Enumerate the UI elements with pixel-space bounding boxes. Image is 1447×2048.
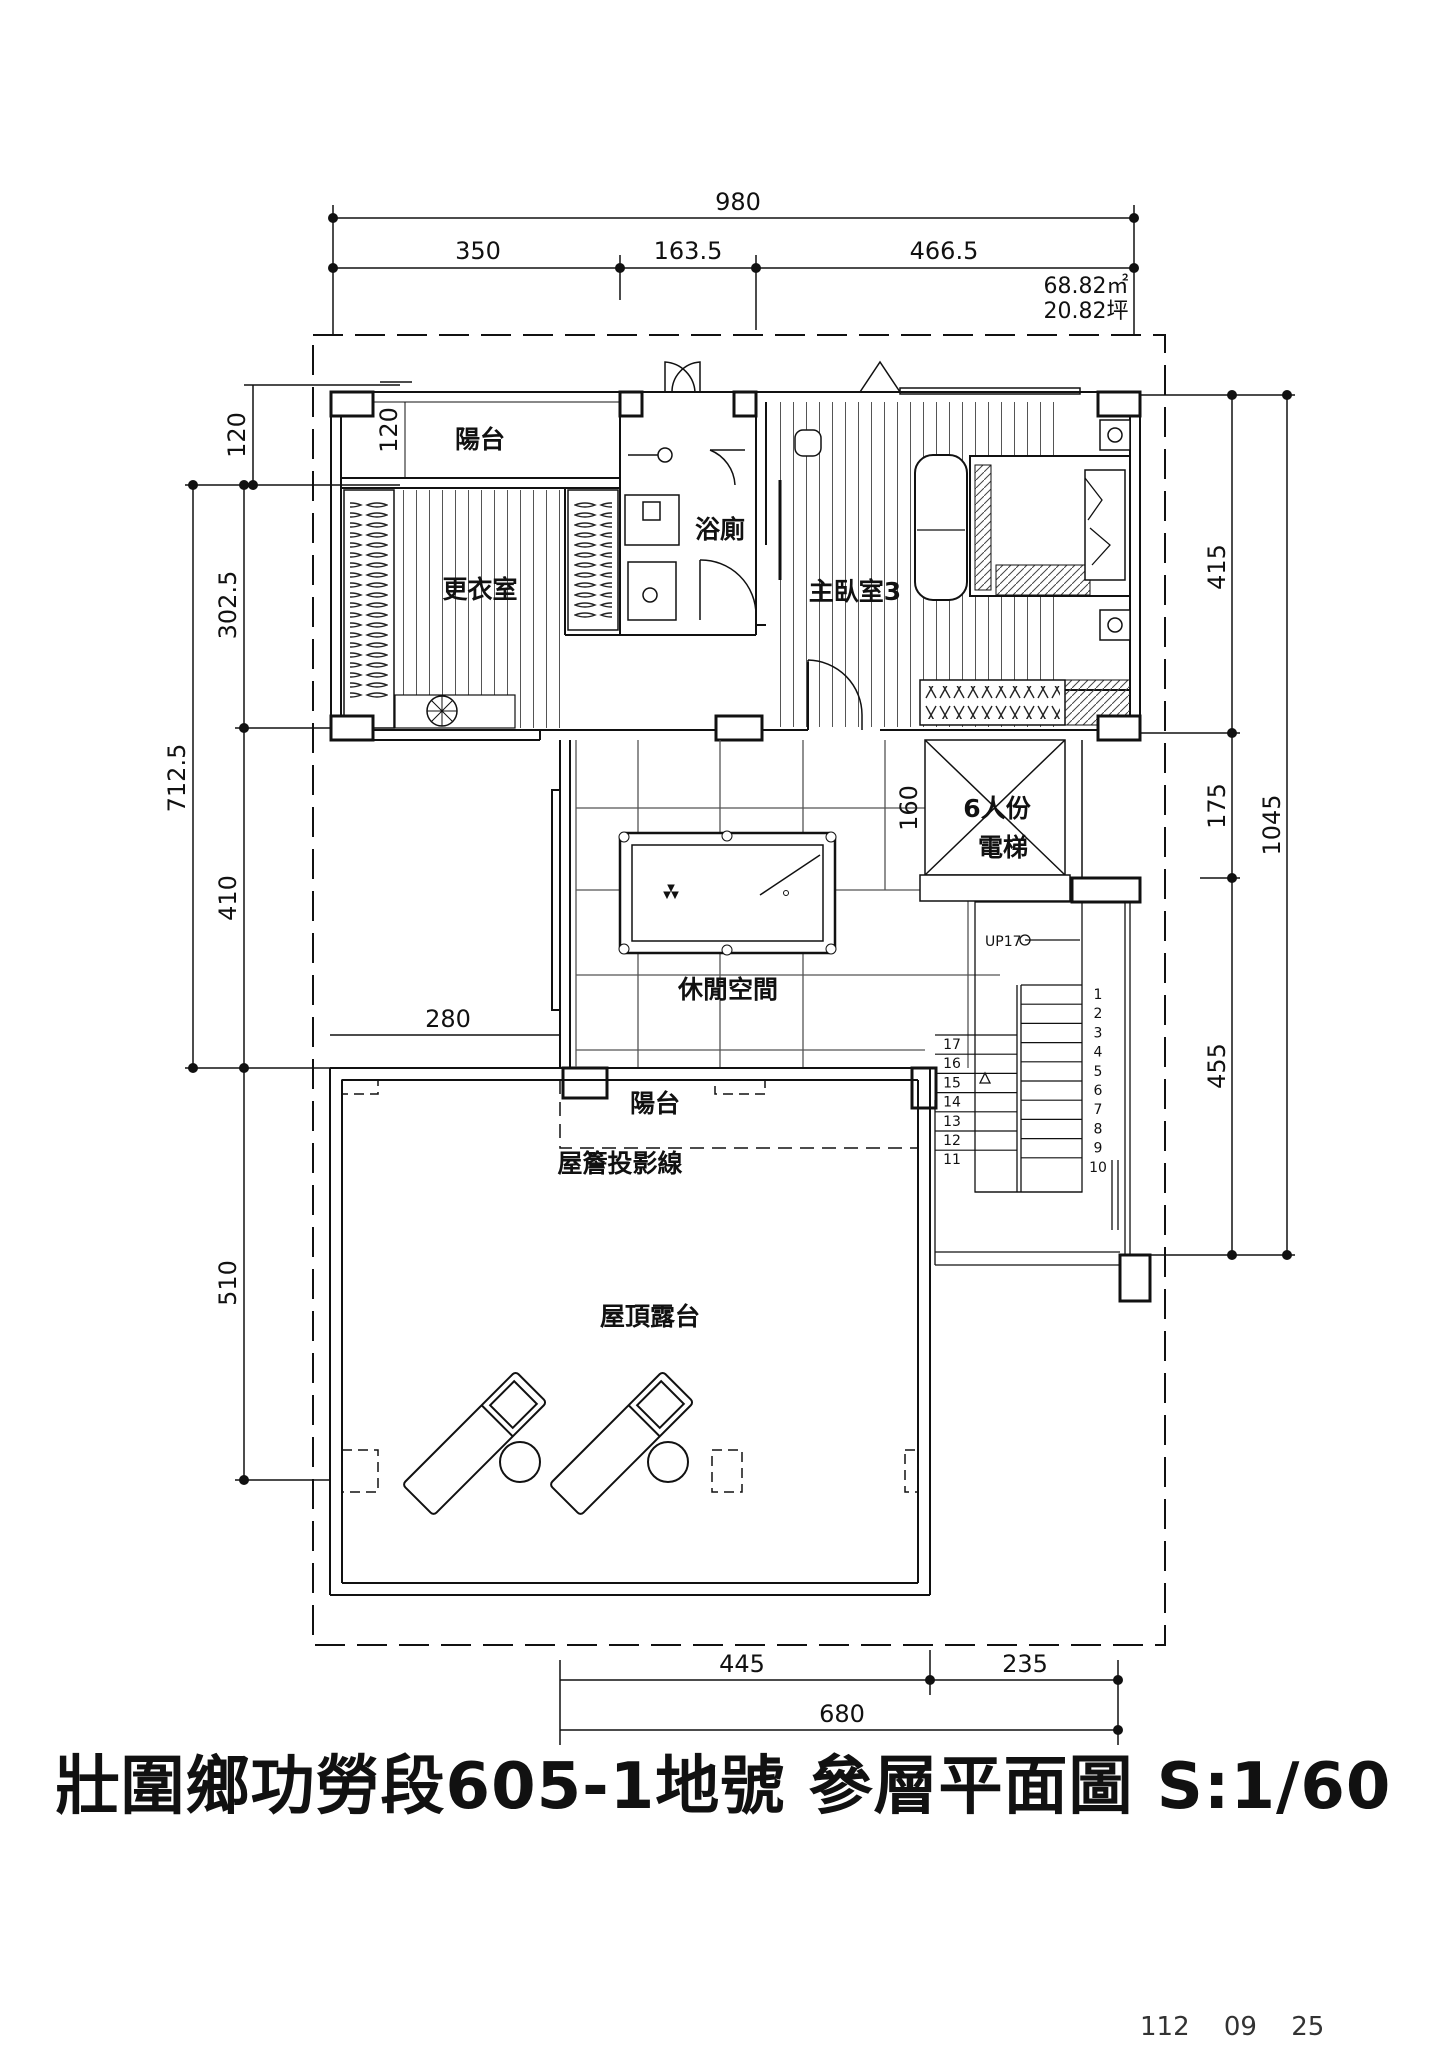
dim-bottom-235: 235 <box>1002 1650 1048 1678</box>
bed <box>969 455 1131 597</box>
sofa <box>914 454 968 601</box>
label-elevator: 電梯 <box>978 833 1028 862</box>
dim-left-120b: 120 <box>375 407 403 453</box>
dim-top-total: 980 <box>715 188 761 216</box>
dim-left-120a: 120 <box>223 412 251 458</box>
dim-top-c: 466.5 <box>910 237 979 265</box>
stair-step-number: 12 <box>943 1133 961 1149</box>
dim-bottom-680: 680 <box>819 1700 865 1728</box>
dim-top-b: 163.5 <box>654 237 723 265</box>
label-elevator-capacity: 6人份 <box>963 794 1030 823</box>
label-bathroom: 浴廁 <box>695 515 745 544</box>
boundary-outline <box>312 334 1166 1646</box>
dim-right-415: 415 <box>1203 544 1231 590</box>
roof-terrace-walls <box>329 1067 931 1596</box>
stair-step-number: 15 <box>943 1075 961 1091</box>
stair-step-number: 7 <box>1094 1102 1103 1118</box>
dim-bottom-445: 445 <box>719 1650 765 1678</box>
label-eave-line: 屋簷投影線 <box>557 1149 682 1178</box>
label-balcony-top: 陽台 <box>455 425 505 454</box>
columns <box>329 390 1152 1303</box>
stair-step-number: 5 <box>1094 1064 1103 1080</box>
dim-left-712: 712.5 <box>163 744 191 813</box>
drawing-title: 壯圍鄉功勞段605-1地號 參層平面圖 S:1/60 <box>55 1750 1392 1824</box>
dim-right-1045: 1045 <box>1258 794 1286 855</box>
closet-floor <box>395 490 563 728</box>
pool-table <box>618 830 837 956</box>
stair-step-number: 4 <box>1094 1045 1103 1061</box>
left-dimensions <box>185 381 412 1481</box>
area-ping: 20.82坪 <box>1044 299 1129 324</box>
stair-step-number: 8 <box>1094 1121 1103 1137</box>
area-sqm: 68.82㎡ <box>1044 273 1129 299</box>
eave-projection-line <box>559 1080 918 1149</box>
dim-left-302: 302.5 <box>214 571 242 640</box>
stair-step-number: 13 <box>943 1114 961 1130</box>
stair-step-number: 11 <box>943 1152 961 1168</box>
label-lounge: 休閒空間 <box>677 975 778 1004</box>
dim-right-455: 455 <box>1203 1043 1231 1089</box>
bathroom-fixtures <box>624 447 757 621</box>
dim-left-510: 510 <box>214 1260 242 1306</box>
stair-step-number: 9 <box>1094 1141 1103 1157</box>
top-dimensions <box>332 205 1135 335</box>
drawing-date: 112 09 25 <box>1140 2012 1325 2042</box>
balcony-top-area <box>340 401 621 479</box>
stair-step-number: 17 <box>943 1037 961 1053</box>
elevator-shaft <box>919 739 1083 902</box>
desk-chair <box>794 429 822 457</box>
staircase <box>934 901 1131 1266</box>
stair-step-number: 3 <box>1094 1025 1103 1041</box>
dim-left-410: 410 <box>214 875 242 921</box>
stair-step-number: 1 <box>1094 987 1103 1003</box>
label-closet: 更衣室 <box>442 575 517 604</box>
stair-step-number: 16 <box>943 1056 961 1072</box>
dim-elev-160: 160 <box>895 785 923 831</box>
stair-step-number: 14 <box>943 1095 961 1111</box>
sun-loungers <box>403 1371 694 1515</box>
dim-right-175: 175 <box>1203 783 1231 829</box>
bottom-dimensions <box>559 1650 1119 1745</box>
label-balcony-mid: 陽台 <box>630 1089 680 1118</box>
dim-mid-280: 280 <box>425 1005 471 1033</box>
stair-step-number: 6 <box>1094 1083 1103 1099</box>
stair-step-number: 10 <box>1089 1160 1107 1176</box>
dim-top-a: 350 <box>455 237 501 265</box>
stair-step-number: 2 <box>1094 1006 1103 1022</box>
label-roof-terrace: 屋頂露台 <box>600 1302 700 1331</box>
label-master-bedroom: 主臥室3 <box>809 577 901 606</box>
stairs-up-label: UP17 <box>985 934 1022 950</box>
nightstands <box>1099 419 1131 641</box>
top-doors <box>664 360 1081 395</box>
